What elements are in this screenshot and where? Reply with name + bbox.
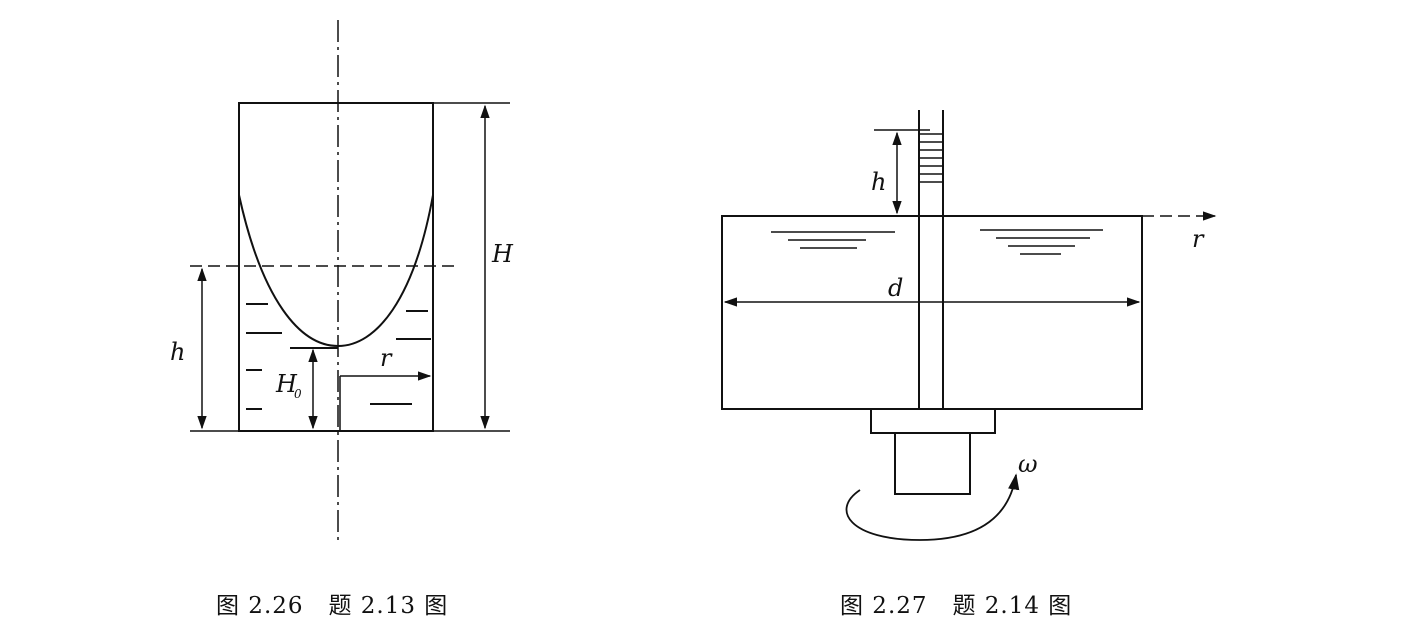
cylinder-container: [238, 102, 434, 432]
label-H0: H: [275, 370, 298, 398]
label-H0-subscript: 0: [294, 387, 302, 401]
tank-body: [721, 215, 1143, 410]
caption-left: 图 2.26 题 2.13 图: [216, 593, 449, 619]
label-h-right: h: [871, 168, 886, 196]
rotating-tank-diagram: [721, 110, 1217, 541]
right-figure-labels: h d r ω: [871, 168, 1205, 478]
turntable-base: [870, 408, 996, 434]
label-r: r: [380, 344, 393, 372]
caption-right: 图 2.27 题 2.14 图: [840, 593, 1073, 619]
tube-liquid-lines: [919, 133, 943, 183]
label-d: d: [888, 274, 903, 302]
label-omega: ω: [1018, 450, 1038, 478]
paraboloid-surface: [238, 194, 434, 348]
surface-marks: [771, 229, 1103, 255]
label-r-right: r: [1192, 225, 1205, 253]
label-H: H: [491, 240, 514, 268]
left-figure-labels: H h H 0 r: [170, 240, 514, 401]
label-h: h: [170, 338, 185, 366]
water-marks: [246, 303, 431, 410]
omega-rotation-arrow: [845, 473, 1020, 541]
rotating-cylinder-diagram: [190, 20, 510, 540]
drive-shaft: [894, 432, 971, 495]
